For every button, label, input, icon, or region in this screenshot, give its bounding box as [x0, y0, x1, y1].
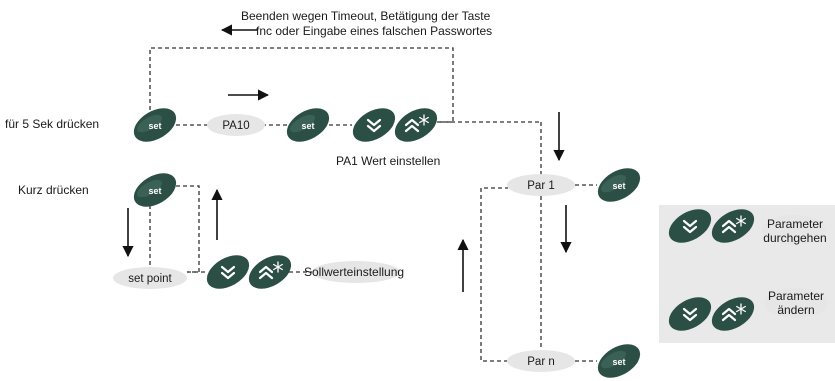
change-parameters-label: Parameter ändern	[757, 289, 835, 317]
set-button-icon	[133, 108, 177, 142]
set-button-label: set	[612, 357, 625, 367]
browse-label-pill	[762, 215, 826, 245]
chevron-up-snowflake-button-icon	[711, 297, 755, 331]
set-button-icon	[597, 344, 641, 378]
set-point-label: set point	[128, 273, 172, 285]
set-button-icon	[286, 108, 330, 142]
short-press-loop-right	[176, 185, 200, 273]
timeout-return-line	[149, 47, 454, 123]
pa10-pill	[207, 114, 265, 136]
browse-line2: durchgehen	[763, 231, 827, 245]
pa10-label: PA10	[222, 120, 249, 132]
chevron-up-snowflake-button-icon	[248, 255, 292, 289]
press-short-label: Kurz drücken	[18, 183, 89, 197]
browse-parameters-label: Parameter durchgehen	[756, 217, 834, 245]
up-buttons	[248, 108, 755, 331]
change-line1: Parameter	[767, 289, 825, 303]
chevron-down-button-icon	[352, 108, 396, 142]
change-line2: ändern	[777, 303, 815, 317]
timeout-note-line1: Beenden wegen Timeout, Betätigung der Ta…	[241, 9, 491, 23]
setpoint-pill	[113, 267, 187, 289]
chevron-down-button-icon	[668, 209, 712, 243]
par1-label: Par 1	[527, 180, 555, 192]
set-button-label: set	[148, 186, 161, 196]
set-button-label: set	[612, 181, 625, 191]
change-label-pill	[764, 288, 828, 318]
setpoint-adjust-pill	[312, 261, 400, 283]
set-buttons	[133, 108, 641, 378]
par1-pill	[507, 174, 575, 196]
down-buttons	[206, 108, 712, 331]
parn-loop-line	[480, 187, 508, 362]
browse-line1: Parameter	[766, 217, 824, 231]
chevron-up-snowflake-button-icon	[394, 108, 438, 142]
set-button-label: set	[301, 121, 314, 131]
parn-label: Par n	[527, 356, 555, 368]
pill-backgrounds	[113, 114, 828, 372]
setpoint-adjust-label: Sollwerteinstellung	[304, 265, 405, 279]
chevron-down-button-icon	[206, 255, 250, 289]
flow-arrows	[122, 24, 572, 292]
chevron-down-button-icon	[668, 297, 712, 331]
timeout-note-line2: fnc oder Eingabe eines falschen Passwort…	[256, 24, 493, 38]
set-button-icon	[133, 173, 177, 207]
dashed-connectors	[149, 47, 597, 362]
parn-pill	[507, 350, 575, 372]
chevron-up-snowflake-button-icon	[711, 209, 755, 243]
pa1-adjust-label: PA1 Wert einstellen	[336, 154, 441, 168]
set-button-icon	[597, 168, 641, 202]
press-5s-label: für 5 Sek drücken	[5, 117, 100, 131]
set-button-label: set	[148, 121, 161, 131]
